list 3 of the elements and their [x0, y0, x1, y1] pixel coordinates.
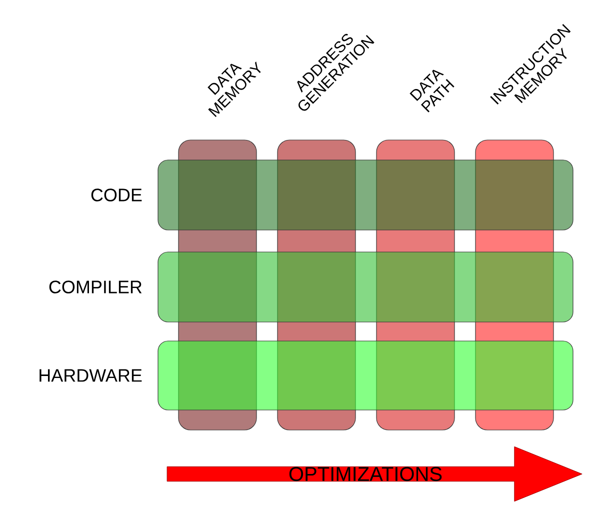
row-label: HARDWARE	[40, 369, 142, 382]
row-label: COMPILER	[49, 280, 142, 294]
row-label: CODE	[91, 188, 142, 202]
